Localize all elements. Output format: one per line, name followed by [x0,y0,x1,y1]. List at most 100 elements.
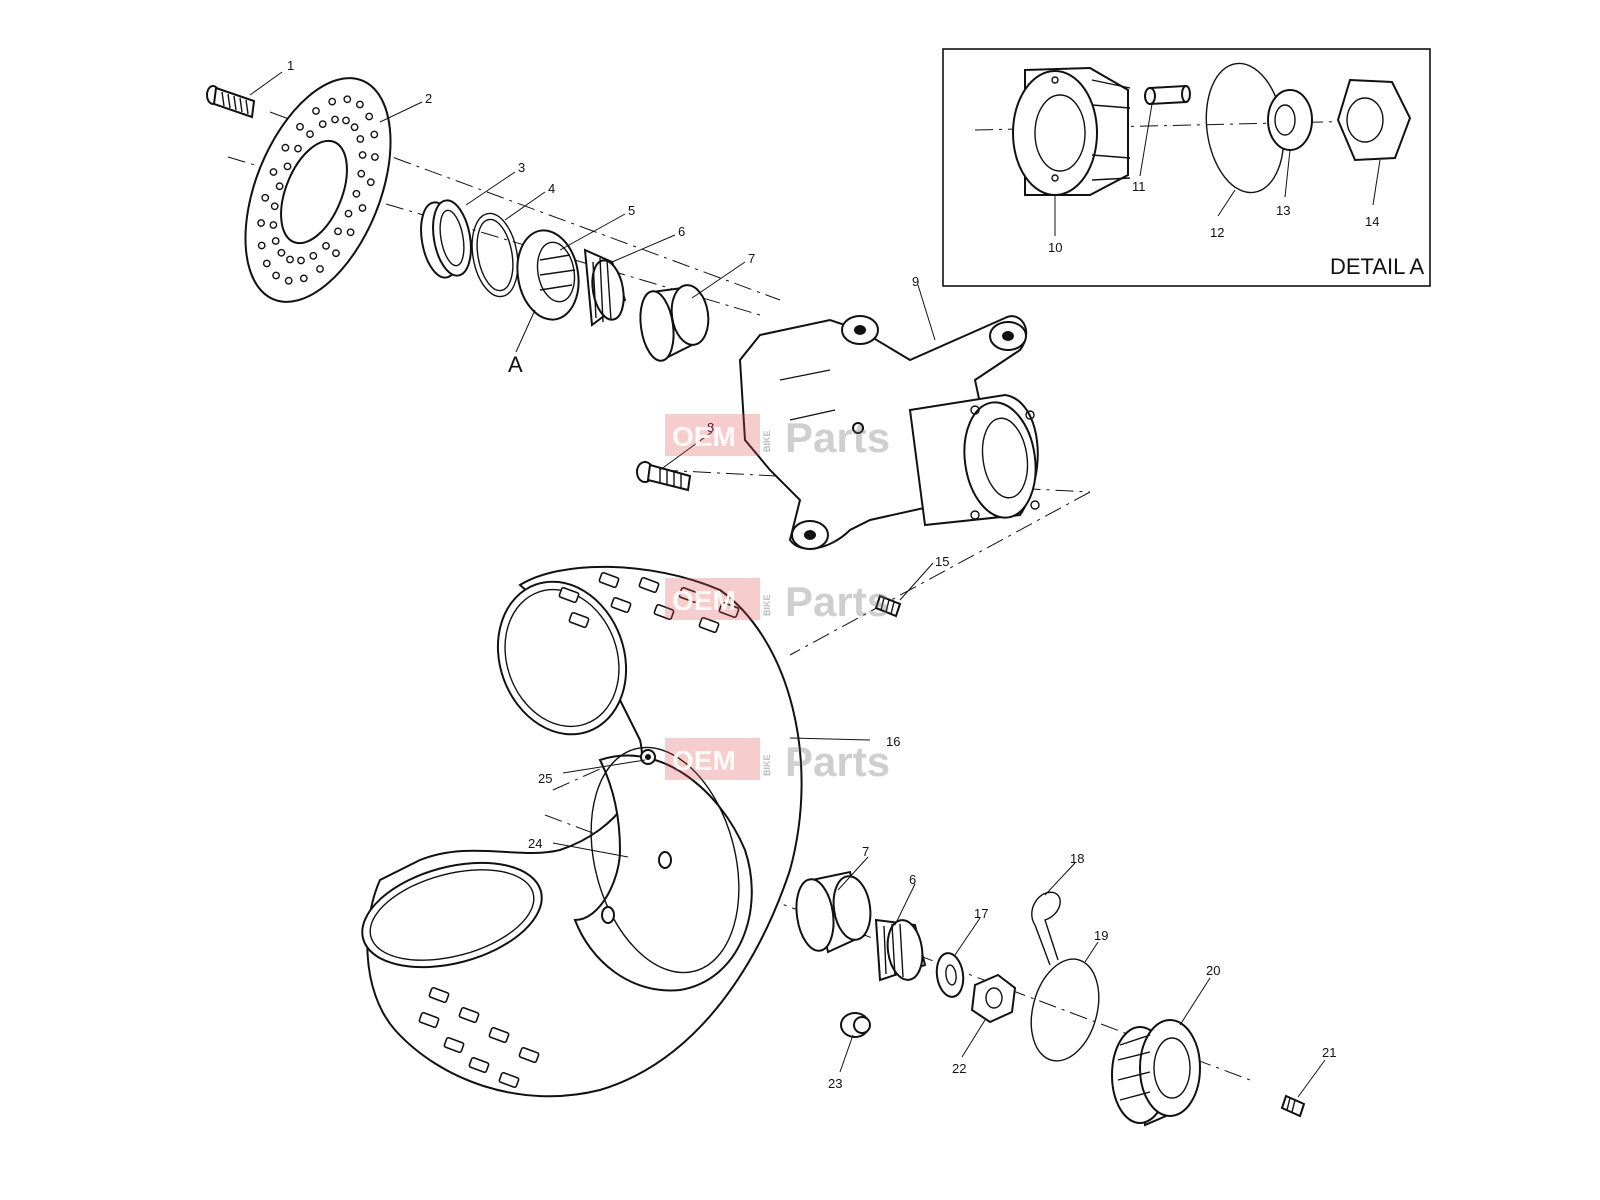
part-knuckle [738,315,1040,550]
part-bearing-cup-lower [795,870,872,954]
tire-tread-block [610,596,632,614]
tire-tread-block [568,611,590,629]
disc-drill-hole [272,271,280,280]
part-lug-nut [840,1012,871,1038]
part-bearing-cup [639,284,710,362]
callout-18: 18 [1070,851,1084,866]
callout-21: 21 [1322,1045,1336,1060]
disc-drill-hole [358,151,367,159]
watermark-brand-mid: BIKE [762,430,772,452]
part-cotter-pin [1031,891,1061,966]
callout-7b: 7 [862,844,869,859]
part-rim [573,746,753,992]
callout-2: 2 [425,91,432,106]
disc-drill-hole [257,219,265,227]
callout-14: 14 [1365,214,1379,229]
tire-tread-block [678,586,700,604]
callout-15: 15 [935,554,949,569]
callout-16: 16 [886,734,900,749]
disc-drill-hole [328,97,337,106]
callout-23: 23 [828,1076,842,1091]
callout-19: 19 [1094,928,1108,943]
part-hub-sleeve [516,229,580,321]
tire-tread-block [498,1071,520,1089]
disc-drill-hole [342,116,350,125]
disc-drill-hole [356,135,365,143]
callout-3: 3 [518,160,525,175]
disc-drill-hole [318,120,327,129]
tire-tread-block [443,1036,465,1054]
part-valve [640,749,656,765]
part-seal [420,199,472,279]
callout-10: 10 [1048,240,1062,255]
disc-drill-hole [297,256,305,265]
disc-drill-hole [346,228,355,237]
part-hub-cap [1111,1019,1201,1127]
disc-drill-hole [296,122,304,131]
disc-drill-hole [344,209,353,218]
part-snap-ring [471,212,519,298]
disc-drill-hole [284,276,293,285]
watermark-row-1: OEM BIKE Parts [665,414,890,461]
watermark-row-3: OEM BIKE Parts [665,738,890,785]
detail-part-pin [1144,84,1191,106]
disc-drill-hole [357,169,366,178]
part-bolt-8 [636,461,692,492]
part-bolt [206,85,256,119]
callout-4: 4 [548,181,555,196]
tire-tread-block [653,603,675,621]
part-screw-15 [874,594,902,618]
disc-drill-hole [277,248,286,257]
tire-tread-block [468,1056,490,1074]
detail-marker-a: A [508,352,523,377]
part-castle-nut [970,973,1017,1024]
callout-1: 1 [287,58,294,73]
part-tapered-bearing [583,248,627,327]
watermark-row-2: OEM BIKE Parts [665,578,890,625]
disc-drill-hole [281,143,290,152]
tire-tread-block [458,1006,480,1024]
disc-drill-hole [261,193,270,202]
part-screw-21 [1280,1094,1306,1118]
disc-drill-hole [269,168,278,176]
callout-9: 9 [912,274,919,289]
callout-12: 12 [1210,225,1224,240]
disc-drill-hole [350,123,359,132]
disc-drill-hole [294,144,302,153]
part-washer [935,952,965,998]
disc-drill-hole [334,227,342,236]
part-o-ring [1030,958,1100,1062]
disc-drill-hole [366,178,375,187]
disc-drill-hole [322,241,330,250]
callout-8: 8 [707,420,714,435]
watermark-brand-right: Parts [785,738,890,785]
watermark-brand-mid: BIKE [762,594,772,616]
tire-tread-block [698,616,720,634]
detail-part-hub-collar [1012,66,1131,196]
disc-drill-hole [312,107,320,115]
callout-24: 24 [528,836,542,851]
callout-22: 22 [952,1061,966,1076]
disc-drill-hole [270,202,279,211]
watermark-brand-left: OEM [672,585,736,616]
part-brake-disc [244,77,392,303]
callout-17: 17 [974,906,988,921]
disc-drill-hole [352,189,361,198]
watermark-brand-left: OEM [672,745,736,776]
tire-tread-block [488,1026,510,1044]
disc-drill-hole [275,182,284,191]
tire-tread-block [718,601,740,619]
disc-drill-hole [370,153,379,161]
tire-tread-block [428,986,450,1004]
disc-drill-hole [283,162,292,171]
callout-6b: 6 [909,872,916,887]
tire-tread-block [598,571,620,589]
disc-drill-hole [316,265,324,273]
tire-tread-block [518,1046,540,1064]
disc-drill-hole [286,255,294,264]
detail-part-nut [1336,78,1412,162]
callout-6: 6 [678,224,685,239]
disc-drill-hole [355,100,364,109]
watermark-brand-right: Parts [785,578,890,625]
